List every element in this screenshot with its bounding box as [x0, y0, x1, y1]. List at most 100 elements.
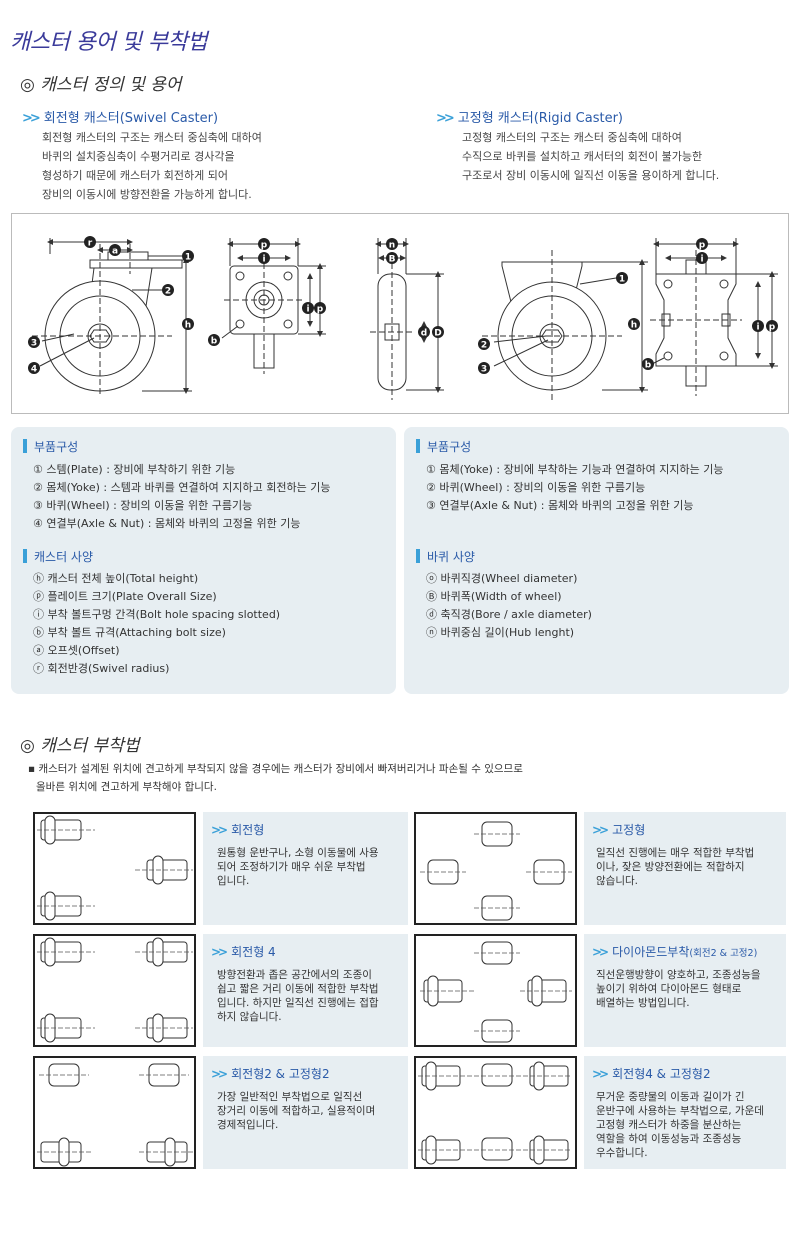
swivel-caster-side-drawing	[32, 238, 192, 396]
method-title: >>고정형	[592, 823, 646, 837]
part-label-3: 3	[31, 339, 37, 349]
layout-diagram-swivel4-rigid2	[414, 1056, 577, 1169]
parts-list: ① 스템(Plate) : 장비에 부착하기 위한 기능 ② 몸체(Yoke) …	[33, 461, 331, 533]
list-item: ⓝ 바퀴중심 길이(Hub lenght)	[426, 626, 575, 639]
page-title: 캐스터 용어 및 부착법	[10, 30, 208, 55]
dim-label-h: h	[185, 321, 191, 331]
swivel2-rigid2-layout-drawing	[37, 1063, 193, 1167]
dim-label-b: b	[211, 337, 218, 347]
chevron-right-icon: >>	[22, 111, 41, 126]
swivel-info-panel: 부품구성 ① 스템(Plate) : 장비에 부착하기 위한 기능 ② 몸체(Y…	[11, 427, 396, 694]
swivel-4-layout-drawing	[37, 937, 193, 1043]
dim-label-i: i	[306, 305, 309, 315]
dim-label-n: n	[389, 241, 395, 251]
chevron-right-icon: >>	[211, 1067, 228, 1081]
list-item: ⓗ 캐스터 전체 높이(Total height)	[33, 572, 199, 585]
dim-label-i: i	[756, 323, 759, 333]
list-item: ⓑ 부착 볼트 규격(Attaching bolt size)	[33, 626, 226, 639]
rigid-heading: >>고정형 캐스터(Rigid Caster)	[436, 111, 623, 126]
part-label-1: 1	[619, 275, 625, 285]
method-description: 일직선 진행에는 매우 적합한 부착법 이나, 잦은 방양전환에는 적합하지 않…	[596, 847, 755, 887]
layout-diagram-swivel	[33, 812, 196, 925]
panel-heading: 바퀴 사양	[416, 548, 475, 565]
list-item: ① 몸체(Yoke) : 장비에 부착하는 기능과 연결하여 지지하는 기능	[426, 463, 724, 476]
chevron-right-icon: >>	[592, 1067, 609, 1081]
swivel-heading: >>회전형 캐스터(Swivel Caster)	[22, 111, 219, 126]
swivel4-rigid2-layout-drawing	[418, 1061, 572, 1165]
panel-heading: 부품구성	[23, 438, 78, 455]
dim-label-B: B	[389, 255, 396, 265]
chevron-right-icon: >>	[211, 823, 228, 837]
list-item: ③ 연결부(Axle & Nut) : 몸체와 바퀴의 고정을 위한 기능	[426, 499, 694, 512]
section-mount-heading: ◎ 캐스터 부착법	[20, 736, 140, 756]
list-item: ② 바퀴(Wheel) : 장비의 이동을 위한 구름기능	[426, 481, 646, 494]
dim-label-D: D	[434, 329, 441, 339]
dim-label-p: p	[699, 241, 706, 251]
list-item: ⓡ 회전반경(Swivel radius)	[33, 662, 170, 675]
layout-diagram-diamond	[414, 934, 577, 1047]
wheel-front-drawing	[370, 238, 444, 400]
method-description: 가장 일반적인 부착법으로 일직선 장거리 이동에 적합하고, 실용적이며 경제…	[217, 1091, 376, 1131]
diamond-layout-drawing	[420, 941, 572, 1043]
chevron-right-icon: >>	[436, 111, 455, 126]
dim-label-r: r	[88, 239, 93, 249]
dim-label-p: p	[317, 305, 324, 315]
method-title: >>회전형2 & 고정형2	[211, 1067, 330, 1081]
layout-diagram-rigid	[414, 812, 577, 925]
part-label-2: 2	[165, 287, 171, 297]
method-title: >>회전형4 & 고정형2	[592, 1067, 711, 1081]
method-card-swivel-4: >>회전형 4 방향전환과 좁은 공간에서의 조종이 쉽고 짧은 거리 이동에 …	[203, 934, 408, 1047]
list-item: Ⓑ 바퀴폭(Width of wheel)	[426, 590, 562, 603]
swivel-layout-drawing	[37, 815, 193, 921]
chevron-right-icon: >>	[592, 823, 609, 837]
dim-label-b: b	[645, 361, 652, 371]
method-card-swivel: >>회전형 원통형 운반구나, 소형 이동물에 사용 되어 조정하기가 매우 쉬…	[203, 812, 408, 925]
method-card-swivel2-rigid2: >>회전형2 & 고정형2 가장 일반적인 부착법으로 일직선 장거리 이동에 …	[203, 1056, 408, 1169]
dim-label-a: a	[112, 247, 118, 257]
dim-label-d: d	[421, 329, 427, 339]
chevron-right-icon: >>	[211, 945, 228, 959]
panel-heading: 캐스터 사양	[23, 548, 93, 565]
rigid-caster-plate-drawing	[650, 238, 778, 396]
method-description: 원통형 운반구나, 소형 이동물에 사용 되어 조정하기가 매우 쉬운 부착법 …	[217, 847, 379, 887]
method-card-diamond: >>다이아몬드부착(회전2 & 고정2) 직선운행방향이 양호하고, 조종성능을…	[584, 934, 786, 1047]
spec-list: ⓞ 바퀴직경(Wheel diameter) Ⓑ 바퀴폭(Width of wh…	[426, 570, 592, 642]
dim-label-i: i	[700, 255, 703, 265]
method-description: 무거운 중량물의 이동과 길이가 긴 운반구에 사용하는 부착법으로, 가운데 …	[596, 1091, 764, 1159]
rigid-info-panel: 부품구성 ① 몸체(Yoke) : 장비에 부착하는 기능과 연결하여 지지하는…	[404, 427, 789, 694]
layout-diagram-swivel-4	[33, 934, 196, 1047]
rigid-description: 고정형 캐스터의 구조는 캐스터 중심축에 대하여 수직으로 바퀴를 설치하고 …	[462, 131, 720, 182]
spec-list: ⓗ 캐스터 전체 높이(Total height) ⓟ 플레이트 크기(Plat…	[33, 570, 280, 678]
method-card-rigid: >>고정형 일직선 진행에는 매우 적합한 부착법 이나, 잦은 방양전환에는 …	[584, 812, 786, 925]
list-item: ⓘ 부착 볼트구멍 간격(Bolt hole spacing slotted)	[33, 608, 281, 621]
list-item: ② 몸체(Yoke) : 스템과 바퀴를 연결하여 지지하고 회전하는 기능	[33, 481, 331, 494]
mount-notice: ▪ 캐스터가 설계된 위치에 견고하게 부착되지 않을 경우에는 캐스터가 장비…	[28, 763, 523, 793]
list-item: ⓓ 축직경(Bore / axle diameter)	[426, 608, 592, 621]
part-label-3: 3	[481, 365, 487, 375]
panel-heading: 부품구성	[416, 438, 471, 455]
list-item: ③ 바퀴(Wheel) : 장비의 이동을 위한 구름기능	[33, 499, 253, 512]
method-description: 직선운행방향이 양호하고, 조종성능을 높이기 위하여 다이아몬드 형태로 배열…	[596, 969, 761, 1009]
method-description: 방향전환과 좁은 공간에서의 조종이 쉽고 짧은 거리 이동에 적합한 부착법 …	[217, 969, 379, 1023]
part-label-4: 4	[31, 365, 37, 375]
list-item: ⓟ 플레이트 크기(Plate Overall Size)	[33, 590, 217, 603]
list-item: ⓐ 오프셋(Offset)	[33, 644, 120, 657]
list-item: ④ 연결부(Axle & Nut) : 몸체와 바퀴의 고정을 위한 기능	[33, 517, 301, 530]
method-title: >>회전형	[211, 823, 265, 837]
dim-label-h: h	[631, 321, 637, 331]
part-label-1: 1	[185, 253, 191, 263]
dim-label-p: p	[261, 241, 268, 251]
rigid-layout-drawing	[420, 821, 572, 921]
swivel-description: 회전형 캐스터의 구조는 캐스터 중심축에 대하여 바퀴의 설치중심축이 수평거…	[42, 131, 262, 201]
chevron-right-icon: >>	[592, 945, 609, 959]
dim-label-i: i	[262, 255, 265, 265]
method-title: >>회전형 4	[211, 945, 276, 959]
section-terms-heading: ◎ 캐스터 정의 및 용어	[20, 75, 182, 95]
caster-drawings: r a 1 2 h 3 4 p i i p b n B d D 1 h 2 3 …	[28, 236, 778, 400]
method-card-swivel4-rigid2: >>회전형4 & 고정형2 무거운 중량물의 이동과 길이가 긴 운반구에 사용…	[584, 1056, 786, 1169]
part-label-2: 2	[481, 341, 487, 351]
list-item: ① 스템(Plate) : 장비에 부착하기 위한 기능	[33, 463, 236, 476]
list-item: ⓞ 바퀴직경(Wheel diameter)	[426, 572, 578, 585]
dim-label-p: p	[769, 323, 776, 333]
method-title: >>다이아몬드부착(회전2 & 고정2)	[592, 945, 758, 959]
